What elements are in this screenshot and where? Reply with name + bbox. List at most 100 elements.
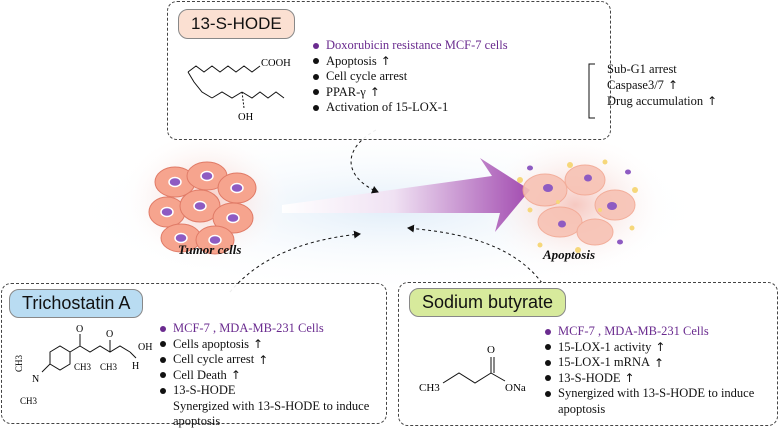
effect-row: 13-S-HODE↑ xyxy=(545,371,754,387)
debris-dot xyxy=(632,187,638,193)
bullet-dot xyxy=(313,58,319,65)
tsa-nh-label: H xyxy=(132,361,139,372)
fragment-nucleus xyxy=(527,165,533,171)
tsa-ch3-bottom: CH3 xyxy=(20,396,38,406)
debris-dot xyxy=(629,225,635,231)
effect-text: 13-S-HODE xyxy=(173,383,236,397)
effect-row: Doxorubicin resistance MCF-7 cells xyxy=(313,38,508,54)
increase-arrow-icon: ↑ xyxy=(258,352,269,367)
tumor-nucleus xyxy=(174,232,188,244)
effect-text: MCF-7 , MDA-MB-231 Cells xyxy=(173,321,324,335)
tumor-cells-illustration xyxy=(148,161,257,255)
bullet-dot xyxy=(313,73,319,80)
effect-row: 15-LOX-1 mRNA↑ xyxy=(545,355,754,371)
bullet-dot xyxy=(545,375,551,382)
effect-text: Cell cycle arrest xyxy=(326,69,408,83)
fragment-nucleus xyxy=(617,239,623,245)
fragment-nucleus xyxy=(543,184,553,192)
apoptotic-cell xyxy=(576,218,614,246)
tumor-nucleus xyxy=(160,206,174,218)
tumor-nucleus xyxy=(193,200,207,212)
effect-text: Cell Death xyxy=(173,367,227,382)
effect-text: 13-S-HODE xyxy=(558,370,621,385)
effect-row: Cell cycle arrest xyxy=(313,69,508,85)
effect-text: Doxorubicin resistance MCF-7 cells xyxy=(326,38,508,52)
connector-sb xyxy=(407,224,543,284)
hode-bracket xyxy=(588,63,595,119)
increase-arrow-icon: ↑ xyxy=(654,355,665,370)
tsa-o1: O xyxy=(76,324,83,335)
tumor-nucleus xyxy=(208,234,222,246)
fragment-nucleus xyxy=(558,220,566,228)
tsa-ch3-a: CH3 xyxy=(74,362,92,372)
hode-title: 13-S-HODE xyxy=(178,9,295,39)
effect-text: MCF-7 , MDA-MB-231 Cells xyxy=(558,324,709,338)
increase-arrow-icon: ↑ xyxy=(655,340,666,355)
oh-label: OH xyxy=(238,112,254,123)
bullet-dot xyxy=(545,359,551,366)
bullet-dot xyxy=(313,42,319,49)
increase-arrow-icon: ↑ xyxy=(253,337,264,352)
bullet-dot xyxy=(545,390,551,397)
sb-o-label: O xyxy=(487,344,495,356)
effect-row: MCF-7 , MDA-MB-231 Cells xyxy=(545,324,754,340)
effect-text: Caspase3/7 xyxy=(607,78,664,92)
bullet-dot xyxy=(545,344,551,351)
debris-dot xyxy=(567,162,573,168)
effect-row: Sub-G1 arrest xyxy=(607,61,717,77)
effect-text: PPAR-γ xyxy=(326,84,366,99)
bullet-dot xyxy=(160,356,166,363)
debris-dot xyxy=(537,242,543,248)
effect-row: Apoptosis↑ xyxy=(313,54,508,70)
effect-text: 15-LOX-1 activity xyxy=(558,339,652,354)
debris-dot xyxy=(556,200,560,204)
debris-dot xyxy=(575,247,581,253)
effect-text: Sub-G1 arrest xyxy=(607,62,677,76)
fragment-nucleus xyxy=(584,174,592,182)
increase-arrow-icon: ↑ xyxy=(380,54,391,69)
debris-dot xyxy=(602,159,608,165)
bullet-dot xyxy=(313,89,319,96)
tsa-o2: O xyxy=(106,329,113,340)
effect-row: Caspase3/7↑ xyxy=(607,77,717,93)
effect-text: Cell cycle arrest xyxy=(173,352,255,366)
sb-panel: Sodium butyrate CH3 O ONa MCF-7 , MDA-MB… xyxy=(398,282,778,426)
effect-text: 15-LOX-1 mRNA xyxy=(558,355,651,369)
tumor-nucleus xyxy=(230,182,244,194)
effect-row: PPAR-γ↑ xyxy=(313,85,508,101)
debris-dot xyxy=(598,208,602,212)
bullet-dot xyxy=(160,372,166,379)
sb-structure: CH3 O ONa xyxy=(419,344,526,394)
sb-title: Sodium butyrate xyxy=(409,288,567,317)
effect-row: Cells apoptosis↑ xyxy=(160,337,369,353)
bullet-dot xyxy=(313,104,319,111)
effect-text: Cells apoptosis xyxy=(173,336,250,351)
bullet-dot xyxy=(160,325,166,332)
increase-arrow-icon: ↑ xyxy=(707,94,718,108)
sb-ona-label: ONa xyxy=(505,382,526,394)
effect-text: Apoptosis xyxy=(326,53,377,68)
bullet-dot xyxy=(160,341,166,348)
apoptosis-illustration xyxy=(517,159,638,253)
increase-arrow-icon: ↑ xyxy=(624,371,635,386)
tsa-structure: N CH3 CH3 O O CH3 CH3 H OH xyxy=(14,324,152,406)
progression-arrow xyxy=(282,158,530,232)
effect-row: Cell cycle arrest↑ xyxy=(160,352,369,368)
effect-row: Cell Death↑ xyxy=(160,368,369,384)
effect-note: apoptosis xyxy=(558,401,606,416)
increase-arrow-icon: ↑ xyxy=(369,85,380,100)
tsa-panel: Trichostatin A N CH3 CH3 O O CH3 CH3 H O… xyxy=(1,283,387,428)
effect-text: Drug accumulation xyxy=(607,94,704,108)
tumor-cells-label: Tumor cells xyxy=(178,242,242,257)
hode-panel: 13-S-HODE COOH OH Doxorubicin resistance… xyxy=(167,1,611,140)
bullet-dot xyxy=(160,387,166,394)
fragment-nucleus xyxy=(625,169,631,175)
effect-note: apoptosis xyxy=(173,414,221,428)
effect-row: Drug accumulation↑ xyxy=(607,93,717,109)
effect-row: MCF-7 , MDA-MB-231 Cells xyxy=(160,321,369,337)
tsa-title: Trichostatin A xyxy=(9,289,144,318)
